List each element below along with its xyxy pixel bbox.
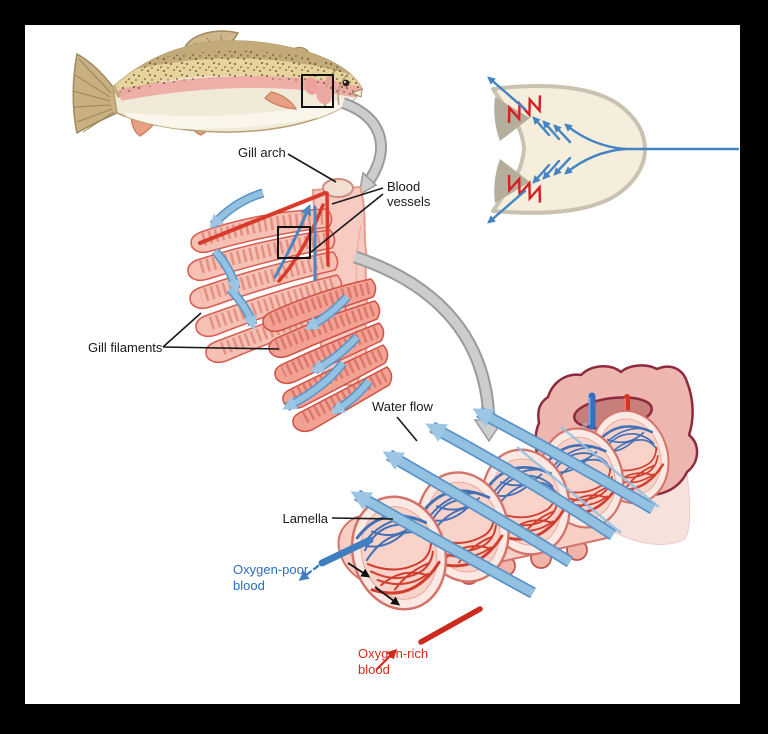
lamella-leader [331,517,394,520]
label-water-flow: Water flow [372,399,434,414]
label-gill-filaments: Gill filaments [88,340,163,355]
fish-body [112,40,363,133]
water-flow-arrows-mid [209,188,373,415]
blood-flow-arrows [347,562,401,606]
blood-vessel-red [198,191,327,245]
fish-tail-fin [72,52,118,135]
gill-area-box [301,74,334,108]
oxygen-poor-vessel [298,536,374,581]
buccal-flow-inset [487,76,740,224]
lamella-diagram [298,364,699,671]
inset-gray-wedge-bottom [494,159,530,203]
gill-filaments-leader-2 [162,346,280,350]
label-gill-arch: Gill arch [238,145,286,160]
gill-filaments-leader-1 [162,312,202,348]
blood-vessel-red-branch [277,203,325,283]
water-flow-leader [396,416,418,442]
fish-illustration [72,30,363,137]
blood-vessel-blue [273,203,312,279]
oxygen-rich-vessel [375,606,483,671]
label-lamella: Lamella [282,511,328,526]
gill-arch-blood-vessels [198,191,330,283]
inset-gray-wedge-top [494,97,530,141]
inset-water-arrows [487,76,740,224]
gill-arch-leader [287,153,337,183]
fish-pectoral-fin [264,91,298,110]
gill-arch-diagram [187,178,393,433]
fish-mouth [350,88,363,98]
zoom-arrow-fish-to-gills [340,97,387,197]
blood-vessels-leader-1 [331,187,384,205]
inset-head-outline [491,84,647,215]
gill-arch-top-opening [322,178,354,198]
fish-eye [342,79,350,87]
blood-vessels-leader-2 [310,193,384,253]
water-flow-arrows-bottom [350,406,660,599]
lamella-detail-box [277,226,311,259]
